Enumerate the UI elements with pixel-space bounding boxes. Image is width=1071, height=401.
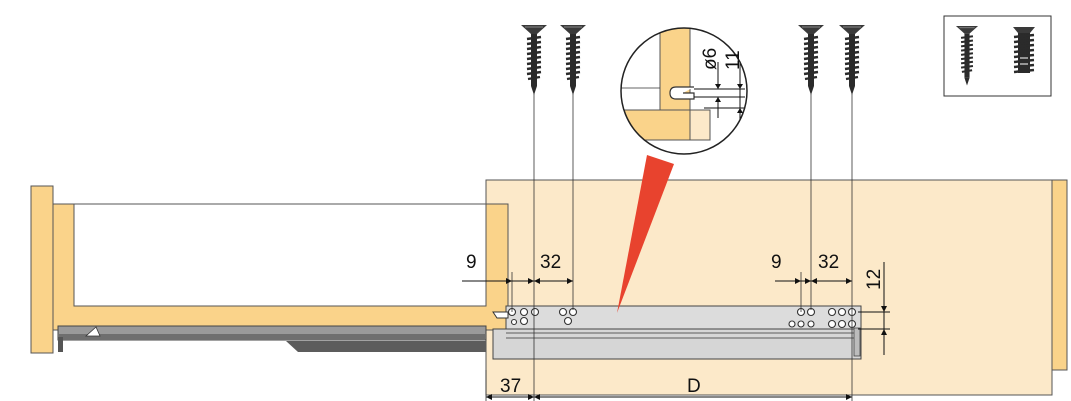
dim-D: D <box>687 376 701 397</box>
detail-magnified-view <box>621 28 747 154</box>
cabinet-rail-body <box>492 328 862 360</box>
dim-9-left: 9 <box>466 252 477 273</box>
drawer-runner-shadow <box>58 334 486 339</box>
euro-screw-icon <box>1013 27 1035 74</box>
runner-lock-tab <box>286 341 486 352</box>
runner-clip-icon <box>84 326 101 337</box>
dim-32-left: 32 <box>540 252 561 273</box>
dim-12: 12 <box>864 269 885 290</box>
dim-phi6: ø6 <box>700 48 721 70</box>
dim-9-right: 9 <box>771 252 782 273</box>
cabinet-side-panel <box>485 179 1053 396</box>
detail-circle-outline <box>620 27 748 155</box>
countersunk-screw-icon <box>837 23 867 97</box>
cabinet-front-edge <box>1051 179 1068 371</box>
cabinet-rail-top <box>505 305 862 330</box>
dimension-right-group <box>775 272 852 312</box>
countersunk-screw-icon <box>519 23 549 97</box>
rail-end-cap <box>853 327 861 357</box>
detail-callout-pointer <box>617 155 674 313</box>
rail-front-hook <box>492 311 509 319</box>
runner-front-stop <box>58 337 63 352</box>
screw-position-lines <box>485 90 853 401</box>
dimension-left-group <box>462 272 573 312</box>
dim-32-right: 32 <box>818 252 839 273</box>
dimension-12-group <box>858 262 890 355</box>
countersunk-screw-icon <box>558 23 588 97</box>
dim-37: 37 <box>500 376 521 397</box>
dim-11: 11 <box>723 50 744 70</box>
dimension-bottom-group <box>486 394 852 400</box>
countersunk-screw-icon <box>796 23 826 97</box>
drawer-interior <box>73 203 487 307</box>
drawer-front <box>30 185 54 354</box>
